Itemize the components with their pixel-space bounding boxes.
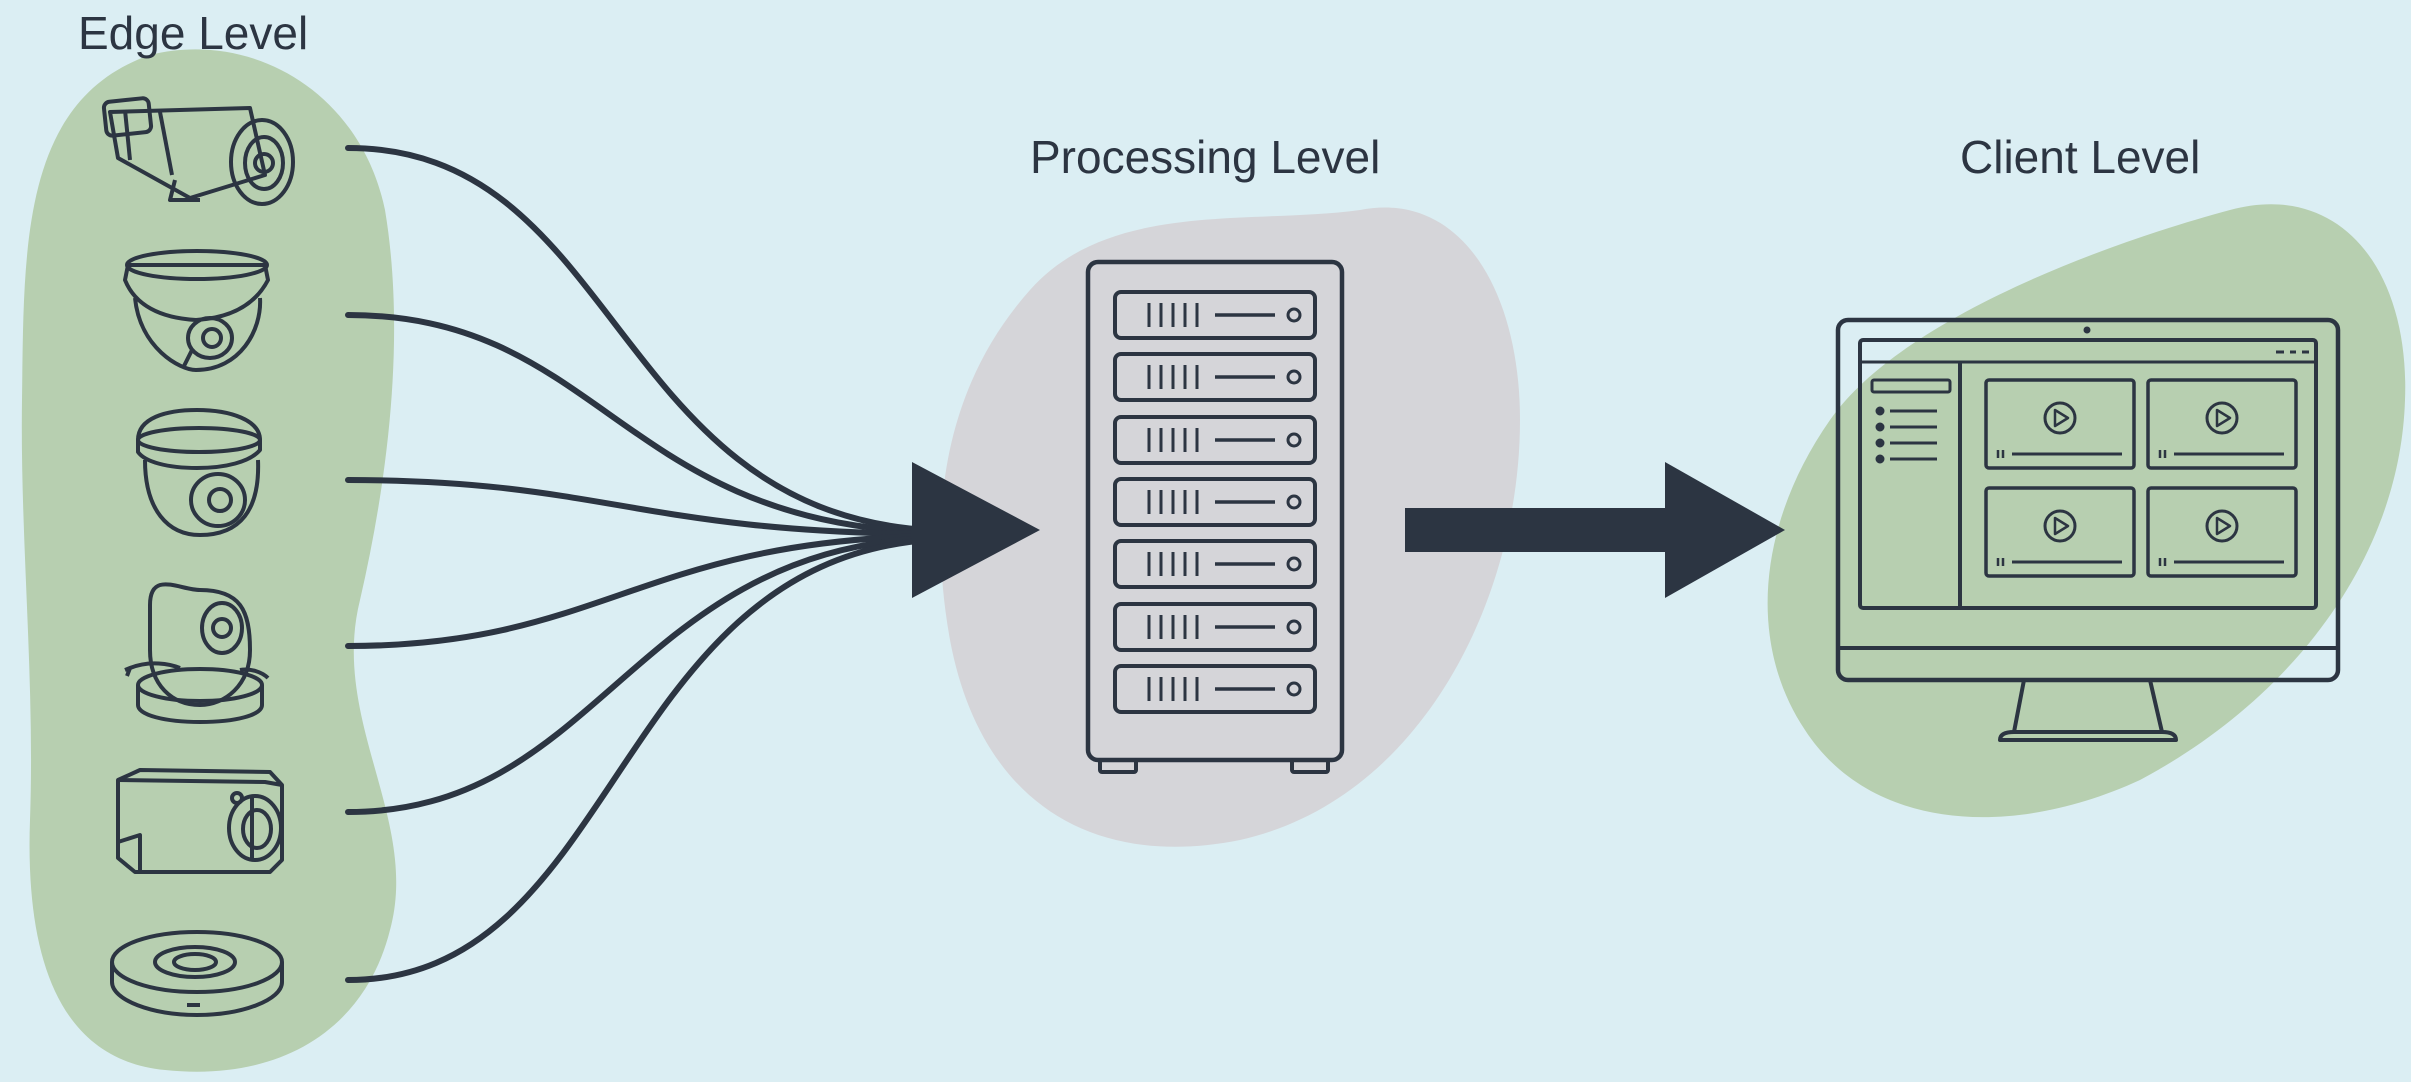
- server-rack-icon: [1085, 259, 1345, 774]
- edge-level-label: Edge Level: [78, 7, 309, 59]
- client-sidebar-list: [1875, 406, 1937, 464]
- bullet-camera-icon: [101, 96, 295, 206]
- merge-arrowhead: [912, 462, 1040, 598]
- output-arrow-shaft: [1405, 508, 1705, 552]
- turret-camera-icon: [136, 408, 262, 537]
- ptz-camera-icon: [124, 582, 270, 724]
- connection-wires: [345, 145, 931, 983]
- wire-3: [345, 477, 931, 537]
- wire-2: [345, 312, 931, 535]
- processing-level-label: Processing Level: [1030, 131, 1381, 183]
- wire-5: [345, 535, 931, 815]
- edge-level-region: [21, 49, 397, 1072]
- client-level-region: [1767, 204, 2406, 818]
- dome-camera-icon: [123, 249, 270, 372]
- client-level-label: Client Level: [1960, 131, 2201, 183]
- wire-1: [345, 145, 931, 533]
- wire-4: [345, 533, 931, 649]
- monitor-icon: [1835, 317, 2341, 742]
- fisheye-camera-icon: [110, 930, 284, 1017]
- wire-6: [345, 537, 931, 983]
- processing-level-region: [940, 207, 1520, 847]
- box-camera-icon: [116, 768, 284, 874]
- output-arrow-head: [1665, 462, 1785, 598]
